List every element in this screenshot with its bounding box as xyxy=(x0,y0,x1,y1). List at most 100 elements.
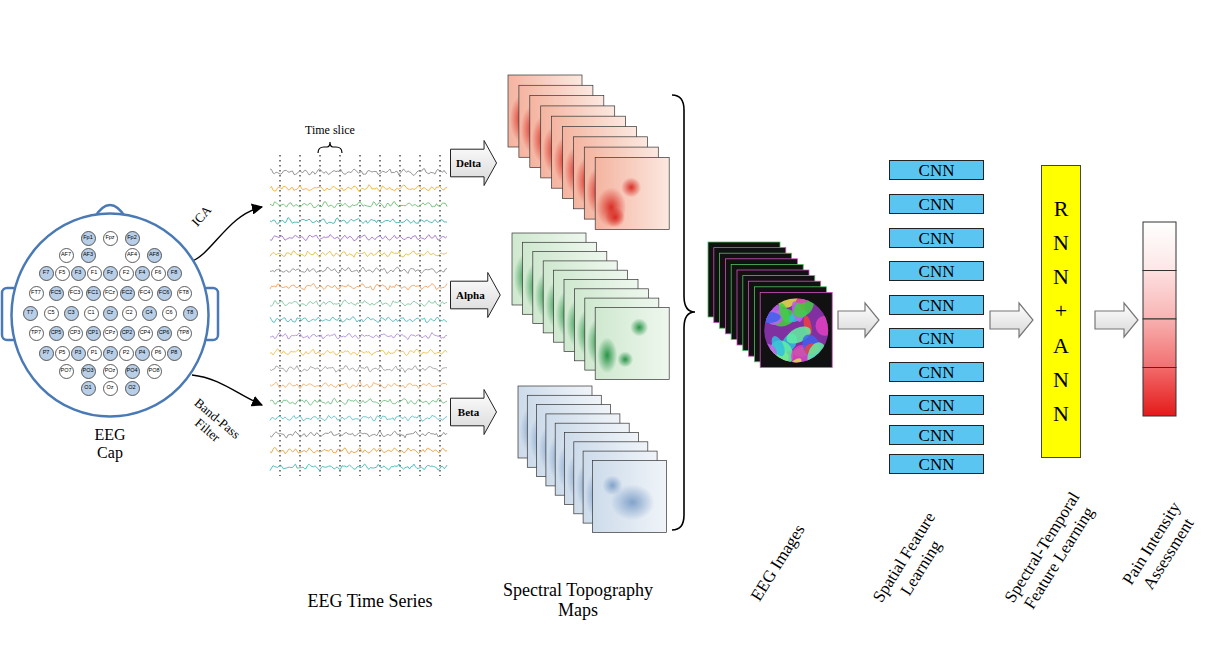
electrode-circle xyxy=(119,346,133,360)
electrode: Cz xyxy=(103,306,118,321)
electrode-circle xyxy=(138,286,152,300)
pain-level-cell xyxy=(1143,222,1176,271)
time-slice-divider xyxy=(299,155,300,476)
box-label: CNN xyxy=(919,263,955,280)
electrode-circle xyxy=(49,286,63,300)
electrode: P5 xyxy=(55,346,70,361)
electrode-circle xyxy=(55,266,69,280)
electrode-label: Fpz xyxy=(105,235,114,241)
box-label: RNN+ANN xyxy=(1050,192,1072,431)
electrode: F8 xyxy=(167,266,182,281)
electrode-label: O2 xyxy=(128,385,135,391)
electrode: Fp1 xyxy=(81,231,96,246)
electrode-label: CP1 xyxy=(88,330,99,336)
band-arrow-shape xyxy=(451,390,497,435)
electrode-label: F7 xyxy=(43,270,49,276)
electrode-label: T8 xyxy=(187,310,193,316)
electrode-label: P3 xyxy=(75,350,82,356)
electrode-circle xyxy=(86,286,100,300)
electrode-circle xyxy=(151,346,165,360)
label-text: ICA xyxy=(188,202,214,229)
electrode-label: F8 xyxy=(171,270,177,276)
stage-caption: Spectral-Temporal Feature Learning xyxy=(998,484,1103,619)
electrode: F6 xyxy=(151,266,166,281)
electrode-circle xyxy=(64,306,78,320)
eeg-trace xyxy=(270,218,447,225)
electrode-label: FC2 xyxy=(122,290,132,296)
electrode-circle xyxy=(68,326,82,340)
electrode-circle xyxy=(103,306,117,320)
image-patch xyxy=(814,315,835,337)
eeg-image xyxy=(755,281,835,376)
topography-map xyxy=(595,157,669,229)
stage-caption: Spatial Feature Learning xyxy=(865,503,959,621)
electrode: AF3 xyxy=(81,248,96,263)
image-patch xyxy=(777,302,792,325)
electrode: PO4 xyxy=(125,364,140,379)
electrode-circle xyxy=(81,364,95,378)
electrode-label: FC4 xyxy=(140,290,150,296)
electrode-circle xyxy=(135,346,149,360)
rnn-ann-box: RNN+ANN xyxy=(1041,165,1081,458)
electrode-label: FC6 xyxy=(159,290,169,296)
electrode: CPz xyxy=(103,326,118,341)
electrode: CP1 xyxy=(86,326,101,341)
label-text: Spectral Topography Maps xyxy=(503,580,653,621)
electrode-label: CP4 xyxy=(140,330,151,336)
band-arrow-box: Beta xyxy=(450,389,497,435)
pain-level-cell xyxy=(1143,319,1176,368)
electrode-label: C4 xyxy=(145,310,152,316)
pain-level-cell xyxy=(1143,368,1176,417)
electrode: PO8 xyxy=(147,364,162,379)
box-label: Delta xyxy=(456,157,481,169)
electrode-label: CPz xyxy=(105,330,115,336)
electrode-label: T7 xyxy=(27,310,33,316)
eeg-trace xyxy=(270,251,447,257)
electrode-circle xyxy=(39,346,53,360)
electrode: C6 xyxy=(162,306,177,321)
electrode: PO3 xyxy=(81,364,96,379)
cnn-box: CNN xyxy=(889,194,984,214)
electrode-label: AF8 xyxy=(149,252,159,258)
electrode-label: Fz xyxy=(107,270,113,276)
electrode-circle xyxy=(81,381,95,395)
electrode: Pz xyxy=(103,346,118,361)
label-text: Time slice xyxy=(305,123,355,137)
electrode-label: O1 xyxy=(84,385,91,391)
label-text: Spectral-Temporal Feature Learning xyxy=(1000,488,1097,611)
map-frame xyxy=(592,460,666,532)
image-patch xyxy=(794,284,820,306)
electrode-label: AF3 xyxy=(83,252,93,258)
electrode: P3 xyxy=(71,346,86,361)
electrode-circle xyxy=(138,326,152,340)
stage-caption: Pain Intensity Assessment xyxy=(1117,495,1203,601)
electrode-circle xyxy=(87,346,101,360)
electrode-label: TP8 xyxy=(179,330,189,336)
electrode-circle xyxy=(183,306,197,320)
electrode: F3 xyxy=(71,266,86,281)
cnn-box: CNN xyxy=(889,362,984,382)
electrode-label: F2 xyxy=(123,270,129,276)
label-text: Band-Pass Filter xyxy=(192,395,244,445)
label-text: Pain Intensity Assessment xyxy=(1119,498,1198,592)
topography-map xyxy=(592,460,666,532)
electrode-label: CP2 xyxy=(122,330,133,336)
electrode: P8 xyxy=(167,346,182,361)
box-label: CNN xyxy=(919,196,955,213)
electrode-circle xyxy=(151,266,165,280)
electrode-circle xyxy=(59,364,73,378)
electrode: P1 xyxy=(87,346,102,361)
electrode-circle xyxy=(71,346,85,360)
electrode-label: C3 xyxy=(67,310,74,316)
band-arrow-shape xyxy=(451,273,501,318)
electrode-label: P5 xyxy=(59,350,66,356)
electrode-circle xyxy=(125,364,139,378)
electrode-circle xyxy=(39,266,53,280)
eeg-trace xyxy=(270,235,447,241)
head-shape xyxy=(12,214,209,417)
electrode-label: F3 xyxy=(75,270,81,276)
electrode-label: FT7 xyxy=(31,290,41,296)
box-label: CNN xyxy=(919,297,955,314)
electrode: FC4 xyxy=(138,286,153,301)
